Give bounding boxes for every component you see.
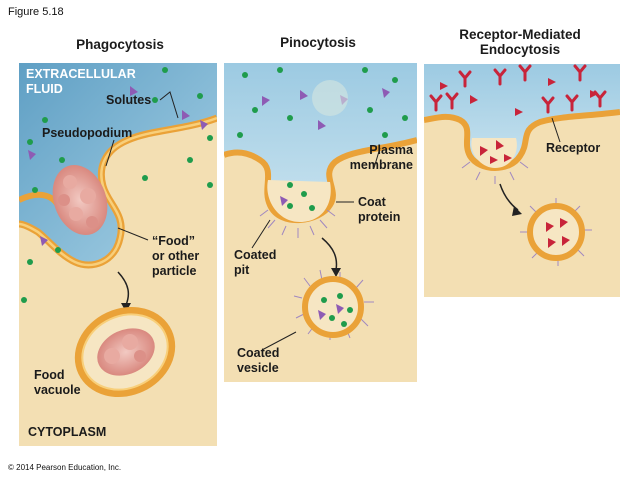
copyright: © 2014 Pearson Education, Inc. (8, 463, 122, 472)
membrane-line1: Plasma (369, 143, 413, 157)
coated-vesicle-label: Coated vesicle (237, 346, 279, 376)
receptors-surface (429, 64, 607, 114)
pinocytosis-panel (224, 63, 417, 382)
receptor-vesicle (520, 198, 592, 266)
phagocytosis-arrow (117, 271, 130, 306)
coat-protein-pit (259, 209, 336, 238)
vesicle-line2: vesicle (237, 361, 279, 375)
plasma-membrane-3 (424, 109, 620, 171)
receptor-panel (424, 64, 620, 297)
membrane-line2: membrane (349, 158, 413, 172)
vacuole-line1: Food (34, 368, 65, 382)
food-particle (52, 165, 108, 235)
receptor-title-line2: Endocytosis (479, 42, 561, 57)
pit-line2: pit (234, 263, 250, 277)
phagocytosis-title: Phagocytosis (76, 37, 164, 52)
solutes-1 (21, 67, 213, 303)
receptor-title-line1: Receptor-Mediated (459, 27, 581, 42)
plasma-membrane-label: Plasma membrane (335, 143, 413, 173)
coated-vesicle (293, 269, 374, 340)
solutes-2 (237, 67, 408, 211)
figure-label: Figure 5.18 (8, 6, 64, 18)
vesicle-line1: Coated (237, 346, 280, 360)
food-particle-label: “Food” or other particle (152, 234, 199, 279)
food-vacuole-label: Food vacuole (34, 368, 81, 398)
pinocytosis-title: Pinocytosis (280, 35, 356, 50)
coat-protein-label: Coat protein (358, 195, 400, 225)
phagocytosis-panel (19, 63, 217, 446)
solutes-label: Solutes (106, 93, 152, 107)
ligands (440, 78, 598, 116)
coated-pit-label: Coated pit (234, 248, 276, 278)
receptor-label: Receptor (546, 141, 601, 155)
extracellular-line1: EXTRACELLULAR (26, 67, 136, 81)
food-line2: or other (152, 249, 200, 263)
food-line3: particle (152, 264, 197, 278)
pinocytosis-arrow (321, 237, 338, 271)
food-vacuole (74, 306, 176, 398)
pseudopodium-label: Pseudopodium (42, 126, 133, 140)
vacuole-line2: vacuole (34, 383, 81, 397)
pit-line1: Coated (234, 248, 277, 262)
coat-line2: protein (358, 210, 401, 224)
receptor-title: Receptor-Mediated Endocytosis (430, 27, 610, 57)
extracellular-fluid-label: EXTRACELLULAR FLUID (26, 67, 136, 97)
extracellular-line2: FLUID (26, 82, 63, 96)
food-line1: “Food” (152, 234, 196, 248)
cytoplasm-label: CYTOPLASM (28, 425, 107, 439)
coat-line1: Coat (358, 195, 386, 209)
